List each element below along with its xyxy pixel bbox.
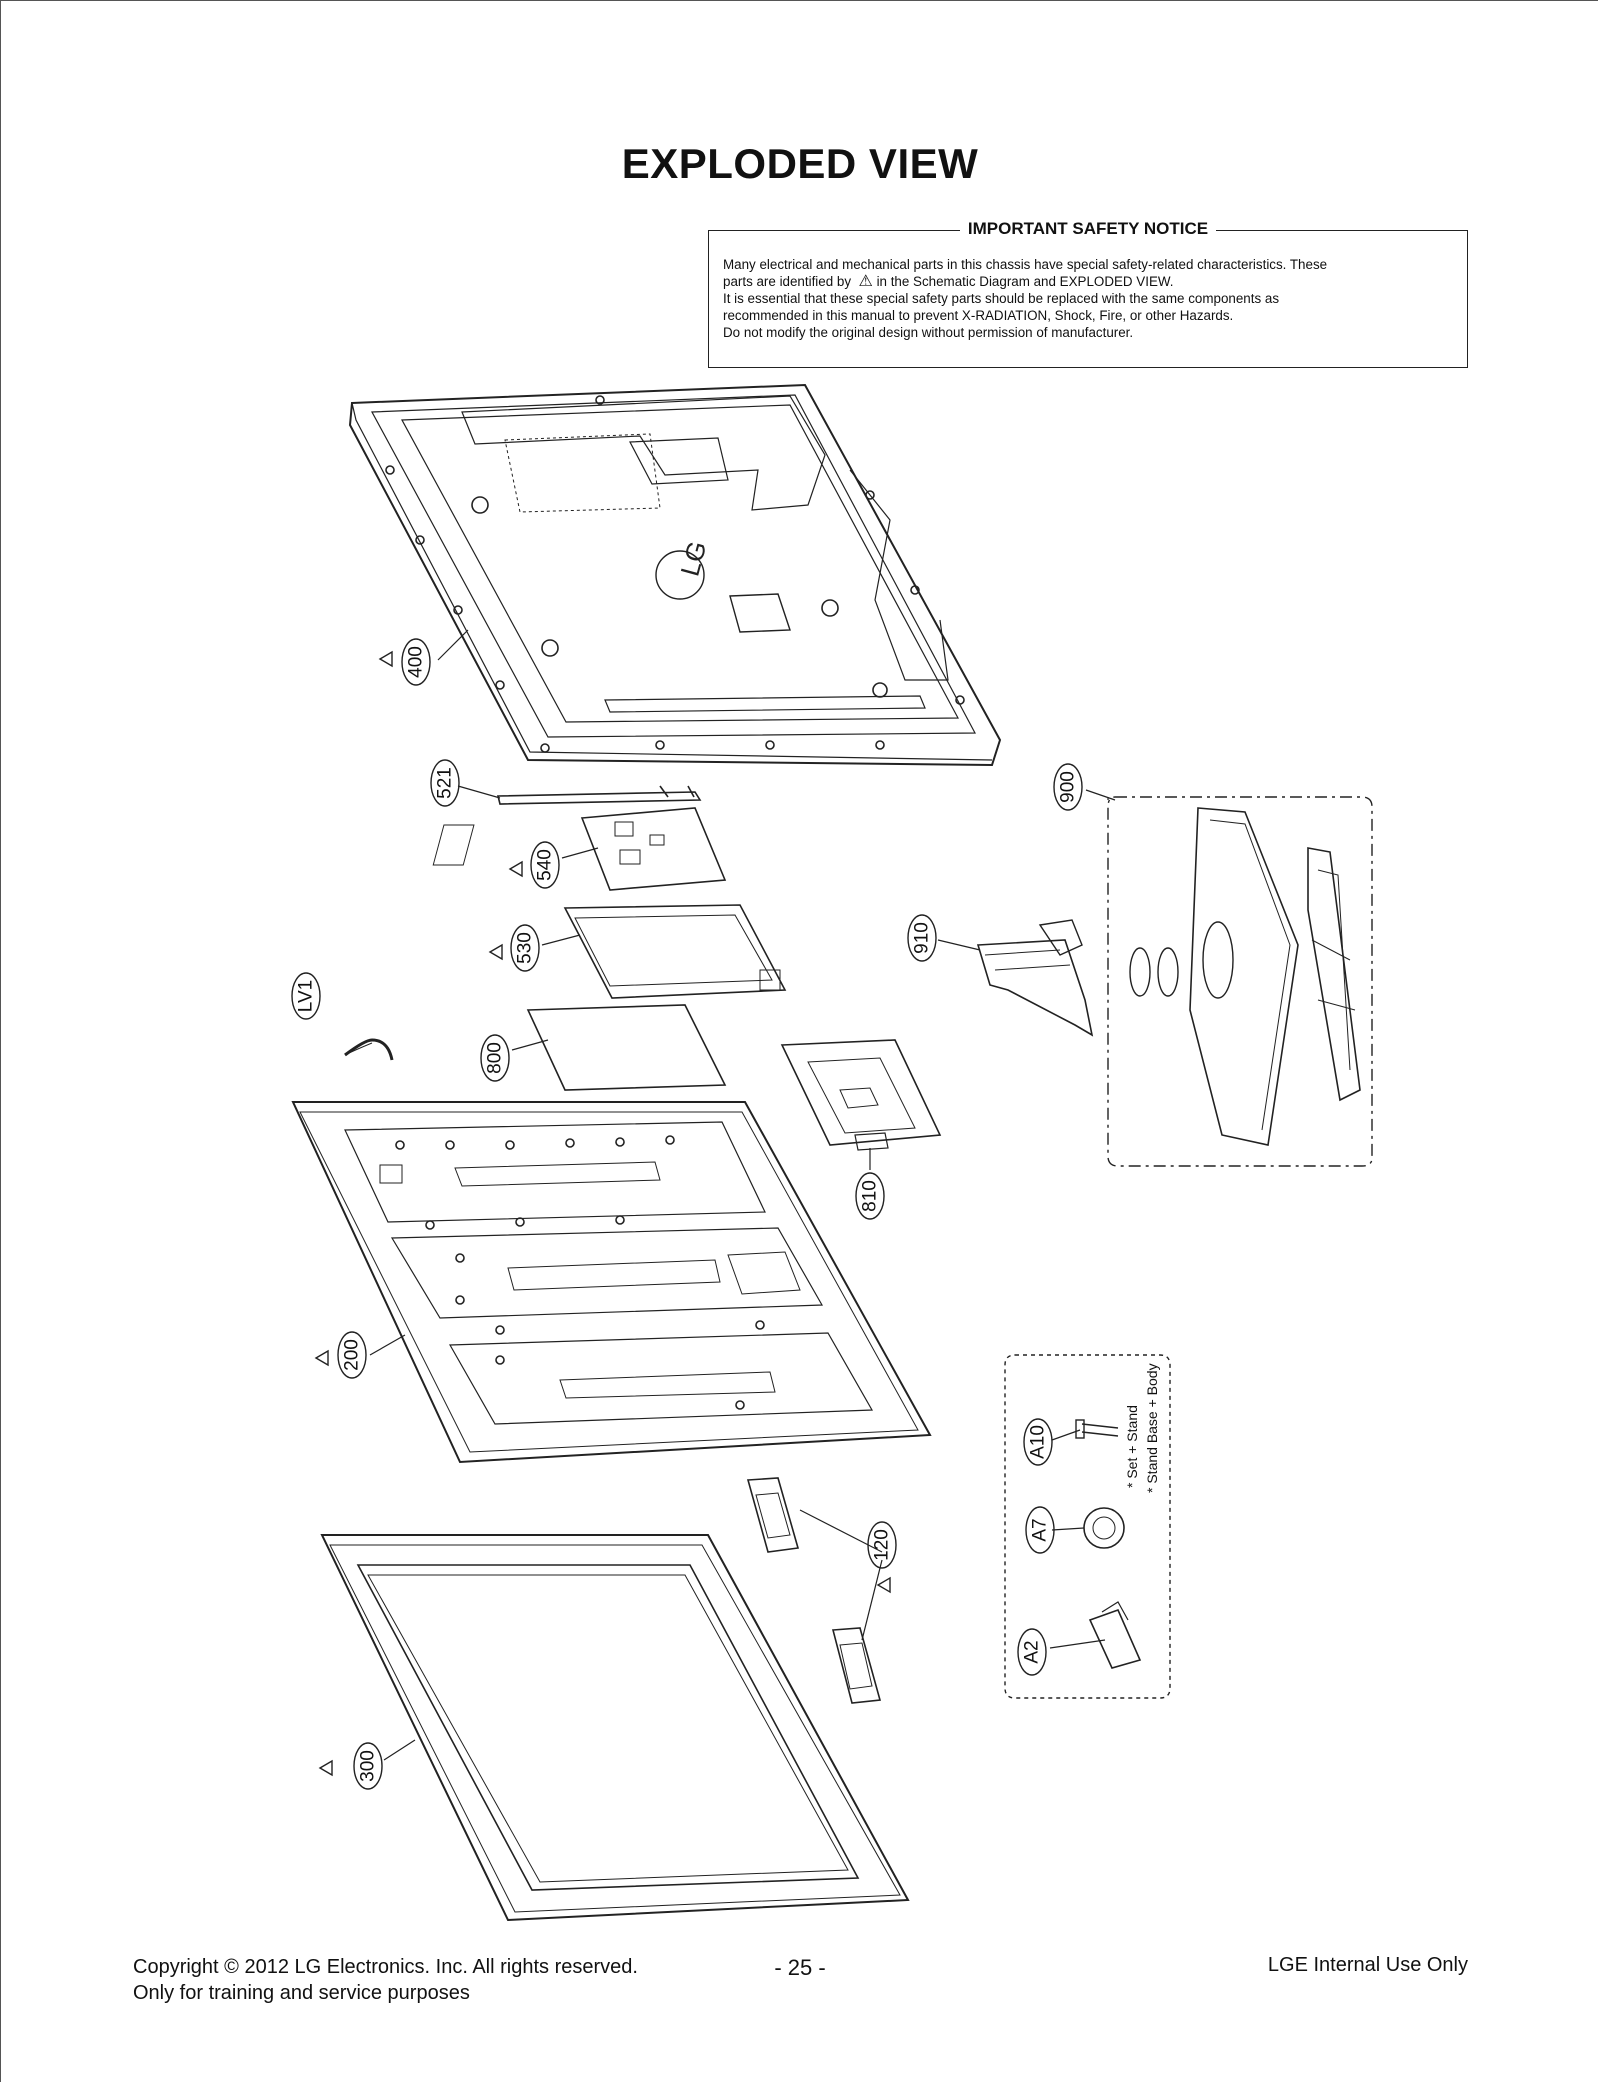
accessory-note-line-1: * Set + Stand bbox=[1124, 1405, 1140, 1488]
callout-540-label: 540 bbox=[535, 849, 556, 881]
callout-530-label: 530 bbox=[515, 932, 536, 964]
safety-notice-box: IMPORTANT SAFETY NOTICE Many electrical … bbox=[708, 219, 1468, 368]
callout-800-label: 800 bbox=[485, 1042, 506, 1074]
callout-a7-label: A7 bbox=[1030, 1518, 1051, 1541]
callout-800: 800 bbox=[480, 1034, 510, 1082]
callout-540: 540 bbox=[530, 841, 560, 889]
stand-assembly-900-part bbox=[1107, 796, 1373, 1167]
callout-910: 910 bbox=[907, 914, 937, 962]
notice-line-2b: in the Schematic Diagram and EXPLODED VI… bbox=[876, 274, 1174, 289]
callout-300: 300 bbox=[353, 1742, 383, 1790]
callout-521: 521 bbox=[430, 759, 460, 807]
callout-900-label: 900 bbox=[1058, 771, 1079, 803]
notice-line-3: It is essential that these special safet… bbox=[723, 291, 1280, 306]
callout-200-label: 200 bbox=[342, 1339, 363, 1371]
cable-lv1-part bbox=[344, 1038, 394, 1061]
bracket-521-part bbox=[496, 785, 702, 805]
notice-line-4: recommended in this manual to prevent X-… bbox=[723, 308, 1234, 323]
notice-line-2: parts are identified by ⚠ in the Schemat… bbox=[723, 273, 1453, 290]
callout-400: 400 bbox=[401, 638, 431, 686]
callout-530: 530 bbox=[510, 924, 540, 972]
callout-120-label: 120 bbox=[872, 1529, 893, 1561]
warning-triangle-icon bbox=[318, 1759, 333, 1777]
callout-910-label: 910 bbox=[912, 922, 933, 954]
callouts: 400 521 540 530 800 LV1 900 910 810 200 … bbox=[291, 638, 1083, 1790]
safety-notice-heading-wrap: IMPORTANT SAFETY NOTICE bbox=[709, 219, 1467, 239]
notice-line-1: Many electrical and mechanical parts in … bbox=[723, 257, 1328, 272]
bracket-810-part bbox=[780, 1039, 942, 1151]
rear-cover-logo: LG bbox=[674, 538, 712, 579]
safety-marks bbox=[314, 650, 891, 1777]
callout-810: 810 bbox=[855, 1172, 885, 1220]
callout-a2: A2 bbox=[1017, 1628, 1047, 1676]
footer-internal-use: LGE Internal Use Only bbox=[1267, 1954, 1468, 1976]
page-number: - 25 - bbox=[774, 1955, 826, 1980]
page-title: EXPLODED VIEW bbox=[621, 140, 979, 187]
callout-900: 900 bbox=[1053, 763, 1083, 811]
callout-400-label: 400 bbox=[406, 646, 427, 678]
insulation-sheet-800-part bbox=[526, 1004, 727, 1091]
accessory-note: * Set + Stand * Stand Base + Body bbox=[1124, 1363, 1160, 1493]
main-board-540-part bbox=[432, 807, 727, 891]
callout-lv1: LV1 bbox=[291, 972, 321, 1020]
footer-copyright: Copyright © 2012 LG Electronics. Inc. Al… bbox=[133, 1956, 638, 1978]
callout-810-label: 810 bbox=[860, 1180, 881, 1212]
footer-left: Copyright © 2012 LG Electronics. Inc. Al… bbox=[133, 1954, 638, 2006]
callout-a2-label: A2 bbox=[1022, 1640, 1043, 1663]
warning-triangle-icon bbox=[488, 943, 503, 961]
safety-notice-heading: IMPORTANT SAFETY NOTICE bbox=[959, 219, 1217, 238]
safety-notice-body: Many electrical and mechanical parts in … bbox=[723, 256, 1453, 341]
callout-a10-label: A10 bbox=[1028, 1425, 1049, 1459]
warning-triangle-icon bbox=[314, 1349, 329, 1367]
notice-line-5: Do not modify the original design withou… bbox=[723, 325, 1134, 340]
warning-triangle-icon: ⚠ bbox=[858, 273, 873, 290]
backlight-frame-200-part bbox=[291, 1101, 932, 1464]
notice-line-2a: parts are identified by bbox=[723, 274, 852, 289]
leader-lines bbox=[369, 629, 1116, 1761]
callout-521-label: 521 bbox=[435, 767, 456, 799]
speaker-120-part bbox=[746, 1477, 882, 1704]
rear-cover-part: LG bbox=[348, 383, 1002, 767]
front-cabinet-300-part bbox=[320, 1534, 910, 1922]
footer-purpose: Only for training and service purposes bbox=[133, 1982, 470, 2004]
callout-300-label: 300 bbox=[358, 1750, 379, 1782]
warning-triangle-icon bbox=[378, 650, 393, 668]
callout-200: 200 bbox=[337, 1331, 367, 1379]
stand-neck-910-part bbox=[976, 919, 1094, 1037]
power-board-530-part bbox=[563, 904, 787, 999]
accessory-note-line-2: * Stand Base + Body bbox=[1144, 1363, 1160, 1493]
callout-120: 120 bbox=[867, 1521, 897, 1569]
callout-lv1-label: LV1 bbox=[296, 980, 317, 1012]
callout-a7: A7 bbox=[1025, 1506, 1055, 1554]
callout-a10: A10 bbox=[1023, 1418, 1053, 1466]
warning-triangle-icon bbox=[876, 1576, 891, 1594]
warning-triangle-icon bbox=[508, 860, 523, 878]
accessory-group-part bbox=[1004, 1354, 1171, 1699]
